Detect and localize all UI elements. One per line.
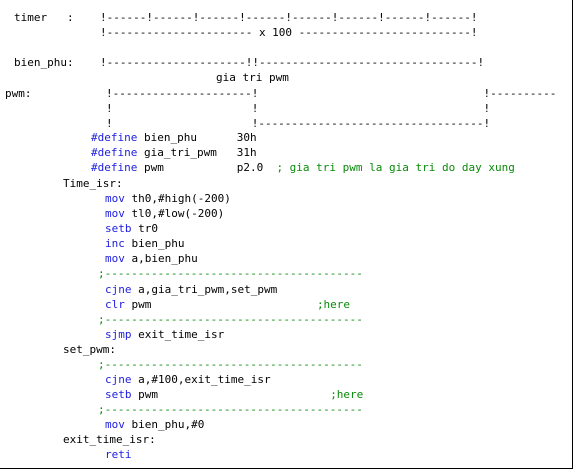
code-text: tr0 <box>131 222 158 235</box>
define-bien-phu: #define bien_phu 30h <box>91 130 257 145</box>
keyword: clr <box>105 298 125 311</box>
label-exit-time-isr: exit_time_isr: <box>63 433 156 446</box>
code-text: pwm p2.0 <box>137 161 277 174</box>
comment-separator: ;--------------------------------------- <box>98 267 363 280</box>
keyword: cjne <box>105 373 132 386</box>
keyword: setb <box>105 388 132 401</box>
keyword: mov <box>105 207 125 220</box>
pwm-line-low: ! !----------------------------------! <box>106 117 491 130</box>
code-text: pwm <box>124 298 317 311</box>
bien-phu-label: bien_phu: <box>14 56 74 69</box>
keyword: mov <box>105 192 125 205</box>
code-text: a,gia_tri_pwm,set_pwm <box>131 283 278 296</box>
code-text: th0,#high(-200) <box>124 192 231 205</box>
timer-span-line: !---------------------- x 100 ----------… <box>100 26 478 39</box>
code-line: inc bien_phu <box>105 236 184 251</box>
code-line: clr pwm ;here <box>105 297 350 312</box>
keyword: mov <box>105 418 125 431</box>
keyword: mov <box>105 252 125 265</box>
code-text: a,#100,exit_time_isr <box>131 373 271 386</box>
code-line: reti <box>105 447 132 462</box>
code-text: bien_phu,#0 <box>124 418 205 431</box>
code-line: cjne a,#100,exit_time_isr <box>105 372 271 387</box>
pwm-line-high: !---------------------! !---------- <box>106 87 557 100</box>
code-line: mov bien_phu,#0 <box>105 417 204 432</box>
keyword: sjmp <box>105 328 132 341</box>
code-line: mov th0,#high(-200) <box>105 191 231 206</box>
keyword: inc <box>105 237 125 250</box>
code-text: tl0,#low(-200) <box>124 207 225 220</box>
code-comment: ;here <box>316 298 351 311</box>
comment-separator: ;--------------------------------------- <box>98 358 363 371</box>
code-line: mov tl0,#low(-200) <box>105 206 224 221</box>
code-text: pwm <box>131 388 331 401</box>
code-text: bien_phu 30h <box>137 131 257 144</box>
label-time-isr: Time_isr: <box>63 177 123 190</box>
keyword: #define <box>91 146 138 159</box>
keyword: setb <box>105 222 132 235</box>
code-text: gia_tri_pwm 31h <box>137 146 257 159</box>
define-pwm: #define pwm p2.0 ; gia tri pwm la gia tr… <box>91 160 515 175</box>
code-text: bien_phu <box>124 237 185 250</box>
pwm-label: pwm: <box>5 87 32 100</box>
code-text: a,bien_phu <box>124 252 198 265</box>
code-line: sjmp exit_time_isr <box>105 327 224 342</box>
code-comment: ;here <box>330 388 364 401</box>
gia-tri-pwm-label: gia tri pwm <box>216 71 289 84</box>
code-line: setb pwm ;here <box>105 387 363 402</box>
timer-label: timer : <box>14 11 74 24</box>
comment-separator: ;--------------------------------------- <box>98 313 363 326</box>
code-line: setb tr0 <box>105 221 158 236</box>
keyword: cjne <box>105 283 132 296</box>
timer-pulse-line: !------!------!------!------!------!----… <box>100 11 478 24</box>
code-comment: ; gia tri pwm la gia tri do day xung <box>276 161 515 174</box>
keyword: #define <box>91 131 138 144</box>
code-line: cjne a,gia_tri_pwm,set_pwm <box>105 282 277 297</box>
label-set-pwm: set_pwm: <box>63 343 116 356</box>
pwm-line-mid: ! ! ! <box>106 102 491 115</box>
bien-phu-line: !---------------------!!----------------… <box>100 56 485 69</box>
keyword: #define <box>91 161 138 174</box>
define-gia-tri-pwm: #define gia_tri_pwm 31h <box>91 145 257 160</box>
keyword: reti <box>105 448 132 461</box>
comment-separator: ;--------------------------------------- <box>98 403 363 416</box>
code-line: mov a,bien_phu <box>105 251 198 266</box>
code-text: exit_time_isr <box>131 328 225 341</box>
